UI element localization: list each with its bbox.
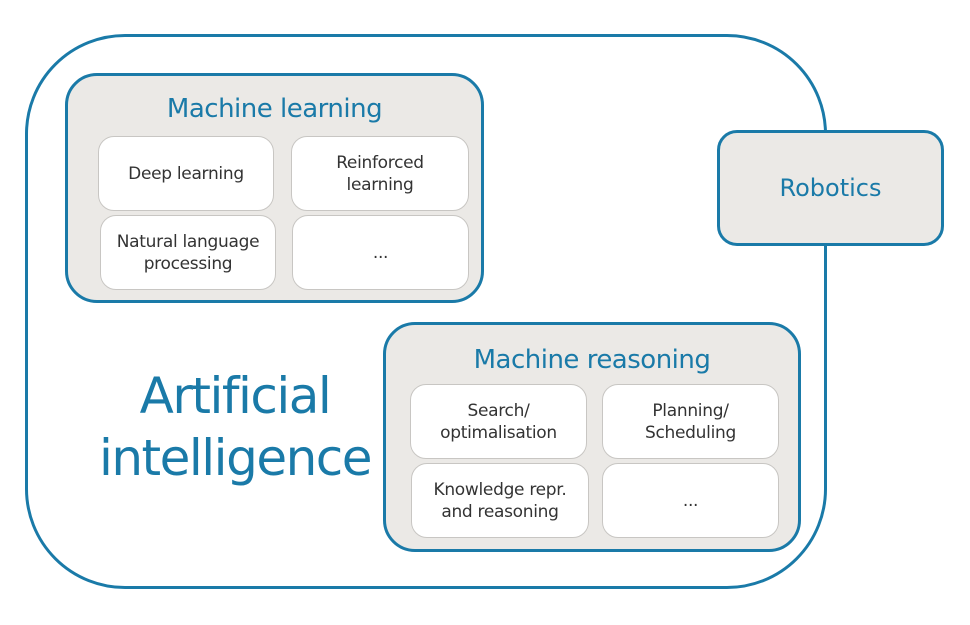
mr-item-knowledge: Knowledge repr. and reasoning	[411, 463, 589, 538]
ml-item-reinforced-learning: Reinforced learning	[291, 136, 469, 211]
ml-item-more: ...	[292, 215, 469, 290]
machine-learning-group: Machine learning Deep learning Reinforce…	[65, 73, 484, 303]
machine-learning-title: Machine learning	[166, 94, 383, 124]
mr-item-more: ...	[602, 463, 779, 538]
ml-item-deep-learning: Deep learning	[98, 136, 274, 211]
robotics-box: Robotics	[717, 130, 944, 246]
mr-item-search: Search/ optimalisation	[410, 384, 587, 459]
machine-reasoning-title: Machine reasoning	[473, 345, 711, 375]
ai-label-line2: intelligence	[98, 429, 373, 487]
mr-item-planning: Planning/ Scheduling	[602, 384, 779, 459]
machine-reasoning-group: Machine reasoning Search/ optimalisation…	[383, 322, 801, 552]
ai-label-line1: Artificial	[139, 367, 332, 425]
ml-item-nlp: Natural language processing	[100, 215, 276, 290]
artificial-intelligence-label: Artificial intelligence	[95, 365, 375, 489]
